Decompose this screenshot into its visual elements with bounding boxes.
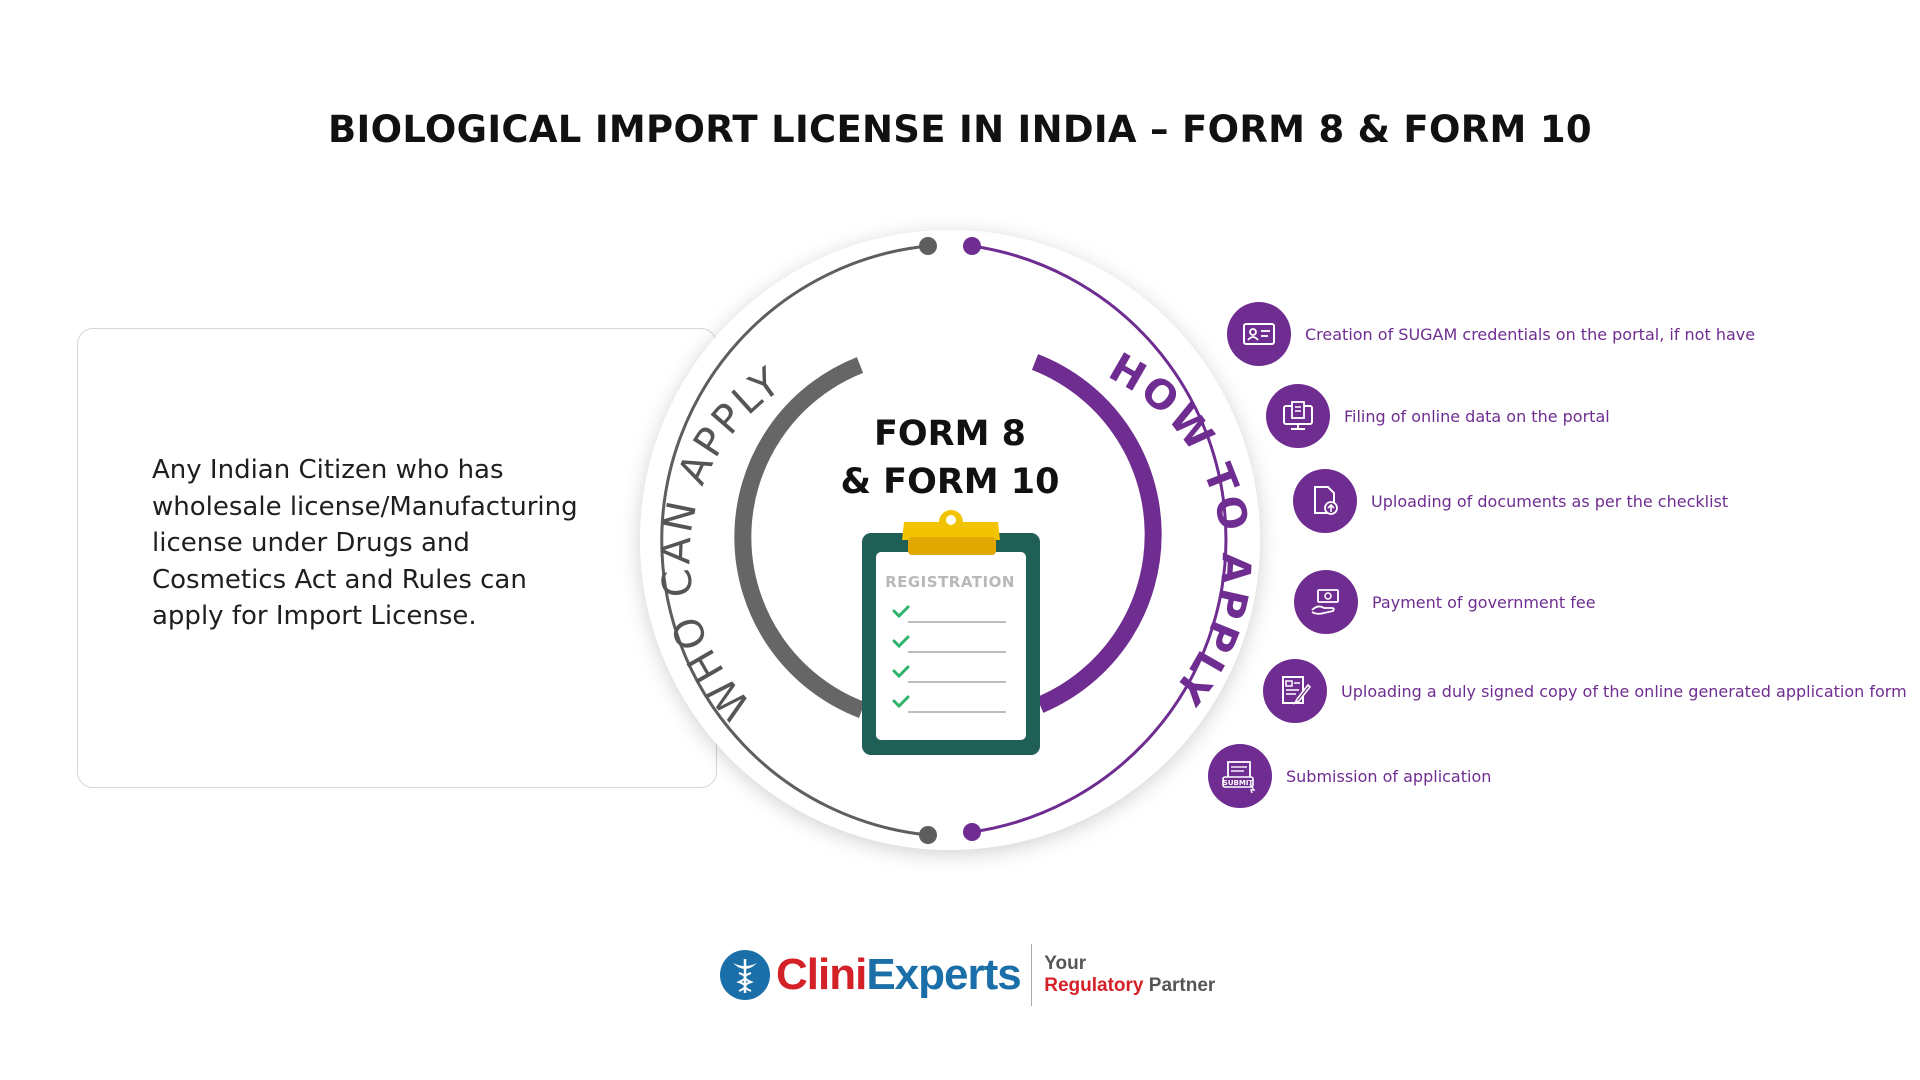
center-title: FORM 8 & FORM 10 xyxy=(830,410,1070,506)
inner-arc-purple xyxy=(1031,354,1162,713)
logo-experts: Experts xyxy=(866,950,1021,999)
clipboard-icon xyxy=(862,510,1040,755)
who-can-apply-panel xyxy=(77,328,717,788)
caduceus-globe-icon xyxy=(720,950,770,1000)
hand-money-icon xyxy=(1294,570,1358,634)
who-can-apply-text: Any Indian Citizen who has wholesale lic… xyxy=(152,455,578,631)
step-3: Uploading of documents as per the checkl… xyxy=(1293,469,1728,533)
logo-clini: Clini xyxy=(776,950,867,999)
signed-form-icon xyxy=(1263,659,1327,723)
tagline-regulatory: Regulatory xyxy=(1044,975,1144,996)
step-6: SUBMIT Submission of application xyxy=(1208,744,1491,808)
step-2: Filing of online data on the portal xyxy=(1266,384,1610,448)
computer-document-icon xyxy=(1266,384,1330,448)
step-5-label: Uploading a duly signed copy of the onli… xyxy=(1341,681,1907,701)
id-card-icon xyxy=(1227,302,1291,366)
tagline-your: Your xyxy=(1044,953,1087,974)
submit-icon: SUBMIT xyxy=(1208,744,1272,808)
ring-dot-bottom-purple xyxy=(963,823,981,841)
step-4: Payment of government fee xyxy=(1294,570,1596,634)
ring-dot-bottom-gray xyxy=(919,826,937,844)
svg-text:SUBMIT: SUBMIT xyxy=(1223,779,1254,787)
step-3-label: Uploading of documents as per the checkl… xyxy=(1371,491,1729,511)
upload-document-icon xyxy=(1293,469,1357,533)
logo-divider xyxy=(1030,944,1033,1006)
step-5: Uploading a duly signed copy of the onli… xyxy=(1263,659,1907,723)
step-1-label: Creation of SUGAM credentials on the por… xyxy=(1305,324,1756,344)
ring-dot-top-gray xyxy=(919,237,937,255)
step-4-label: Payment of government fee xyxy=(1372,592,1596,612)
step-2-label: Filing of online data on the portal xyxy=(1344,406,1610,426)
outer-ring-purple xyxy=(971,244,1228,834)
clipboard-label: REGISTRATION xyxy=(885,573,1015,591)
outer-ring-gray xyxy=(660,244,929,837)
step-6-label: Submission of application xyxy=(1286,766,1492,786)
page-title: BIOLOGICAL IMPORT LICENSE IN INDIA – FOR… xyxy=(328,108,1592,151)
inner-arc-gray xyxy=(734,357,866,718)
tagline-partner: Partner xyxy=(1148,975,1216,996)
step-1: Creation of SUGAM credentials on the por… xyxy=(1227,302,1755,366)
logo-tagline: Your Regulatory Partner xyxy=(1044,953,1215,997)
center-title-line1: FORM 8 xyxy=(874,414,1026,454)
center-title-line2: & FORM 10 xyxy=(840,462,1060,502)
ring-dot-top-purple xyxy=(963,237,981,255)
